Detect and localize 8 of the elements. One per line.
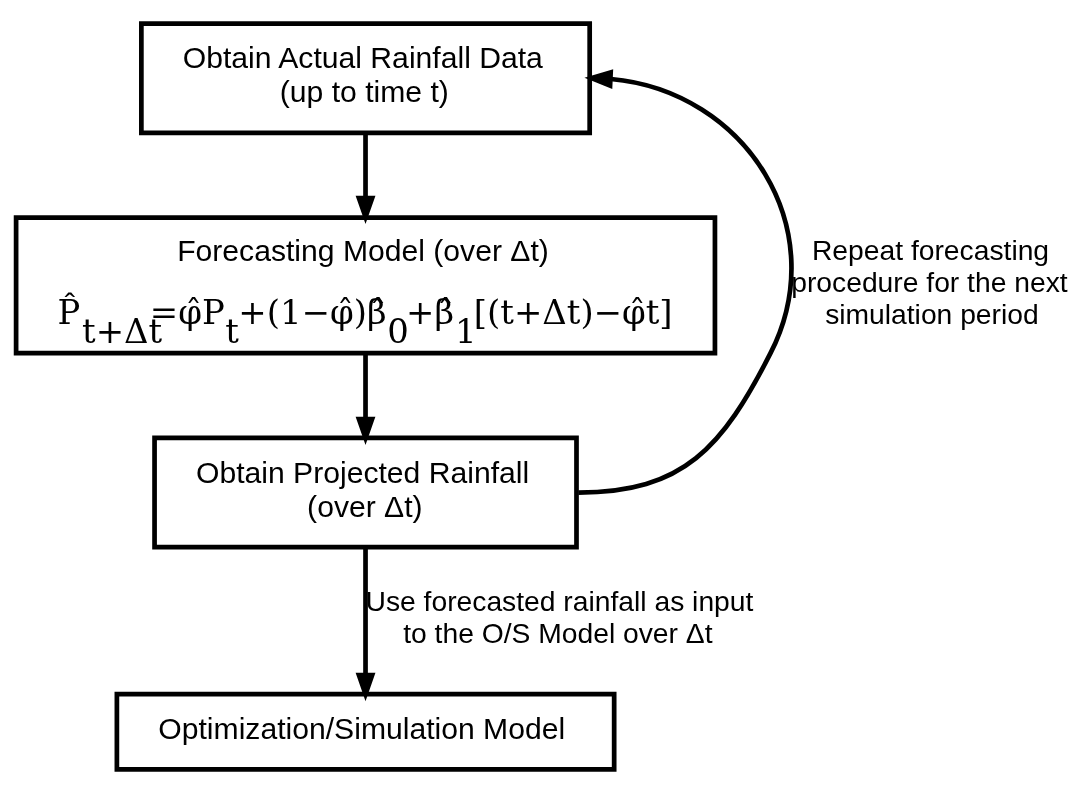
node-box: Obtain Actual Rainfall Data (up to time t) — [139, 20, 593, 135]
arrow — [355, 352, 376, 445]
arrow — [355, 132, 376, 224]
arrow — [355, 546, 376, 701]
node-box: Optimization/Simulation Model — [114, 691, 617, 772]
arrow — [578, 68, 794, 495]
node-box: Obtain Projected Rainfall (over Δt) — [152, 435, 579, 550]
edge-label: Repeat forecasting procedure for the next simulation period — [791, 233, 1068, 330]
